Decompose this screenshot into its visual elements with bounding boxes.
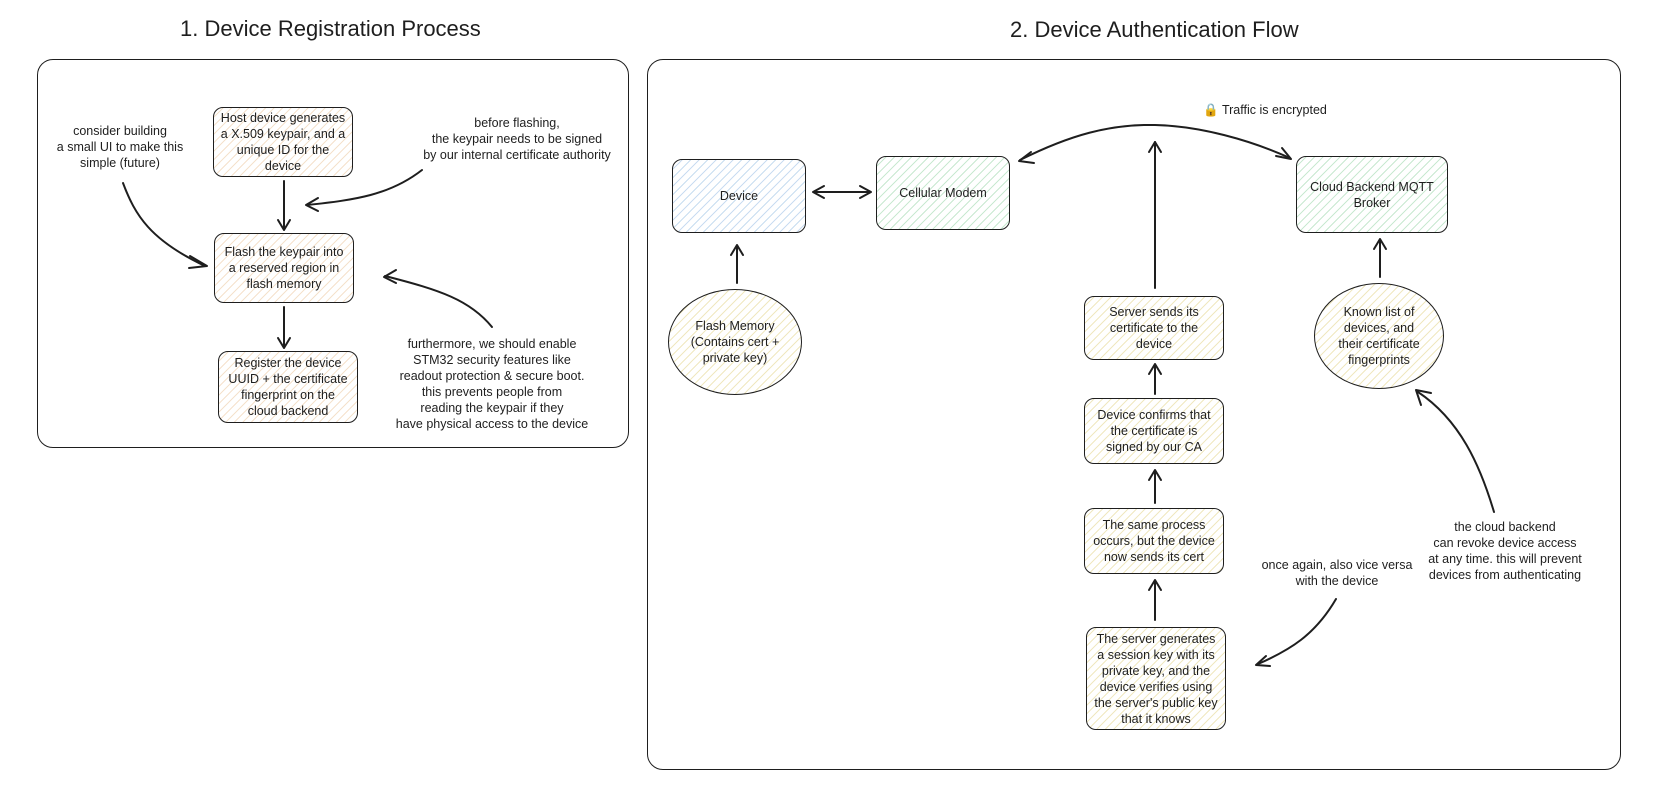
cellular-modem-node[interactable]: Cellular Modem (876, 156, 1010, 230)
server-sends-cert-label: Server sends its certificate to the devi… (1109, 305, 1199, 351)
note-signing: before flashing, the keypair needs to be… (423, 116, 611, 162)
arrow-same-process-to-confirms (1148, 469, 1162, 504)
flash-keypair-node[interactable]: Flash the keypair into a reserved region… (214, 233, 354, 303)
registration-frame (37, 59, 629, 448)
arrow-signing-note-to-flash (305, 169, 423, 212)
flash-memory-label: Flash Memory (Contains cert + private ke… (690, 319, 780, 365)
session-key-label: The server generates a session key with … (1094, 631, 1218, 726)
registration-title: 1. Device Registration Process (180, 16, 481, 41)
device-confirms-node[interactable]: Device confirms that the certificate is … (1084, 398, 1224, 464)
arrow-device-modem-bidirectional (812, 185, 872, 199)
same-process-node[interactable]: The same process occurs, but the device … (1084, 508, 1224, 574)
device-confirms-label: Device confirms that the certificate is … (1097, 408, 1211, 454)
device-label: Device (719, 189, 759, 203)
arrow-generate-to-flash (277, 180, 291, 231)
arrow-known-list-to-broker (1373, 238, 1387, 278)
arrow-modem-broker-encrypted (1018, 123, 1292, 164)
known-list-node[interactable]: Known list of devices, and their certifi… (1314, 283, 1444, 389)
session-key-node[interactable]: The server generates a session key with … (1086, 627, 1226, 730)
arrow-revoke-note-to-known-list (1415, 389, 1495, 513)
flash-keypair-label: Flash the keypair into a reserved region… (224, 245, 344, 291)
note-revoke-access: the cloud backend can revoke device acce… (1428, 520, 1582, 582)
mqtt-broker-label: Cloud Backend MQTT Broker (1310, 179, 1434, 210)
generate-keypair-node[interactable]: Host device generates a X.509 keypair, a… (213, 107, 353, 177)
authentication-frame (647, 59, 1621, 770)
same-process-label: The same process occurs, but the device … (1093, 518, 1215, 564)
authentication-title: 2. Device Authentication Flow (1010, 17, 1299, 42)
arrow-session-key-to-same-process (1148, 579, 1162, 621)
arrow-server-sends-up (1148, 141, 1162, 289)
note-vice-versa: once again, also vice versa with the dev… (1261, 558, 1413, 588)
flash-memory-node[interactable]: Flash Memory (Contains cert + private ke… (668, 289, 802, 395)
arrow-security-note-to-flash (383, 269, 493, 328)
note-small-ui: consider building a small UI to make thi… (56, 124, 184, 170)
note-stm32-security: furthermore, we should enable STM32 secu… (395, 337, 589, 431)
register-device-label: Register the device UUID + the certifica… (228, 356, 348, 418)
arrow-flash-memory-to-device (730, 244, 744, 284)
note-traffic-encrypted: 🔒 Traffic is encrypted (1203, 103, 1327, 117)
mqtt-broker-node[interactable]: Cloud Backend MQTT Broker (1296, 156, 1448, 233)
known-list-label: Known list of devices, and their certifi… (1338, 305, 1420, 367)
arrow-vice-versa-note-to-session-key (1255, 598, 1337, 667)
register-device-node[interactable]: Register the device UUID + the certifica… (218, 351, 358, 423)
arrow-confirms-to-server-sends (1148, 363, 1162, 395)
device-node[interactable]: Device (672, 159, 806, 233)
generate-keypair-label: Host device generates a X.509 keypair, a… (220, 111, 346, 173)
server-sends-cert-node[interactable]: Server sends its certificate to the devi… (1084, 296, 1224, 360)
arrow-ui-note-to-flash (122, 182, 208, 269)
arrow-flash-to-register (277, 306, 291, 349)
cellular-modem-label: Cellular Modem (899, 186, 987, 200)
